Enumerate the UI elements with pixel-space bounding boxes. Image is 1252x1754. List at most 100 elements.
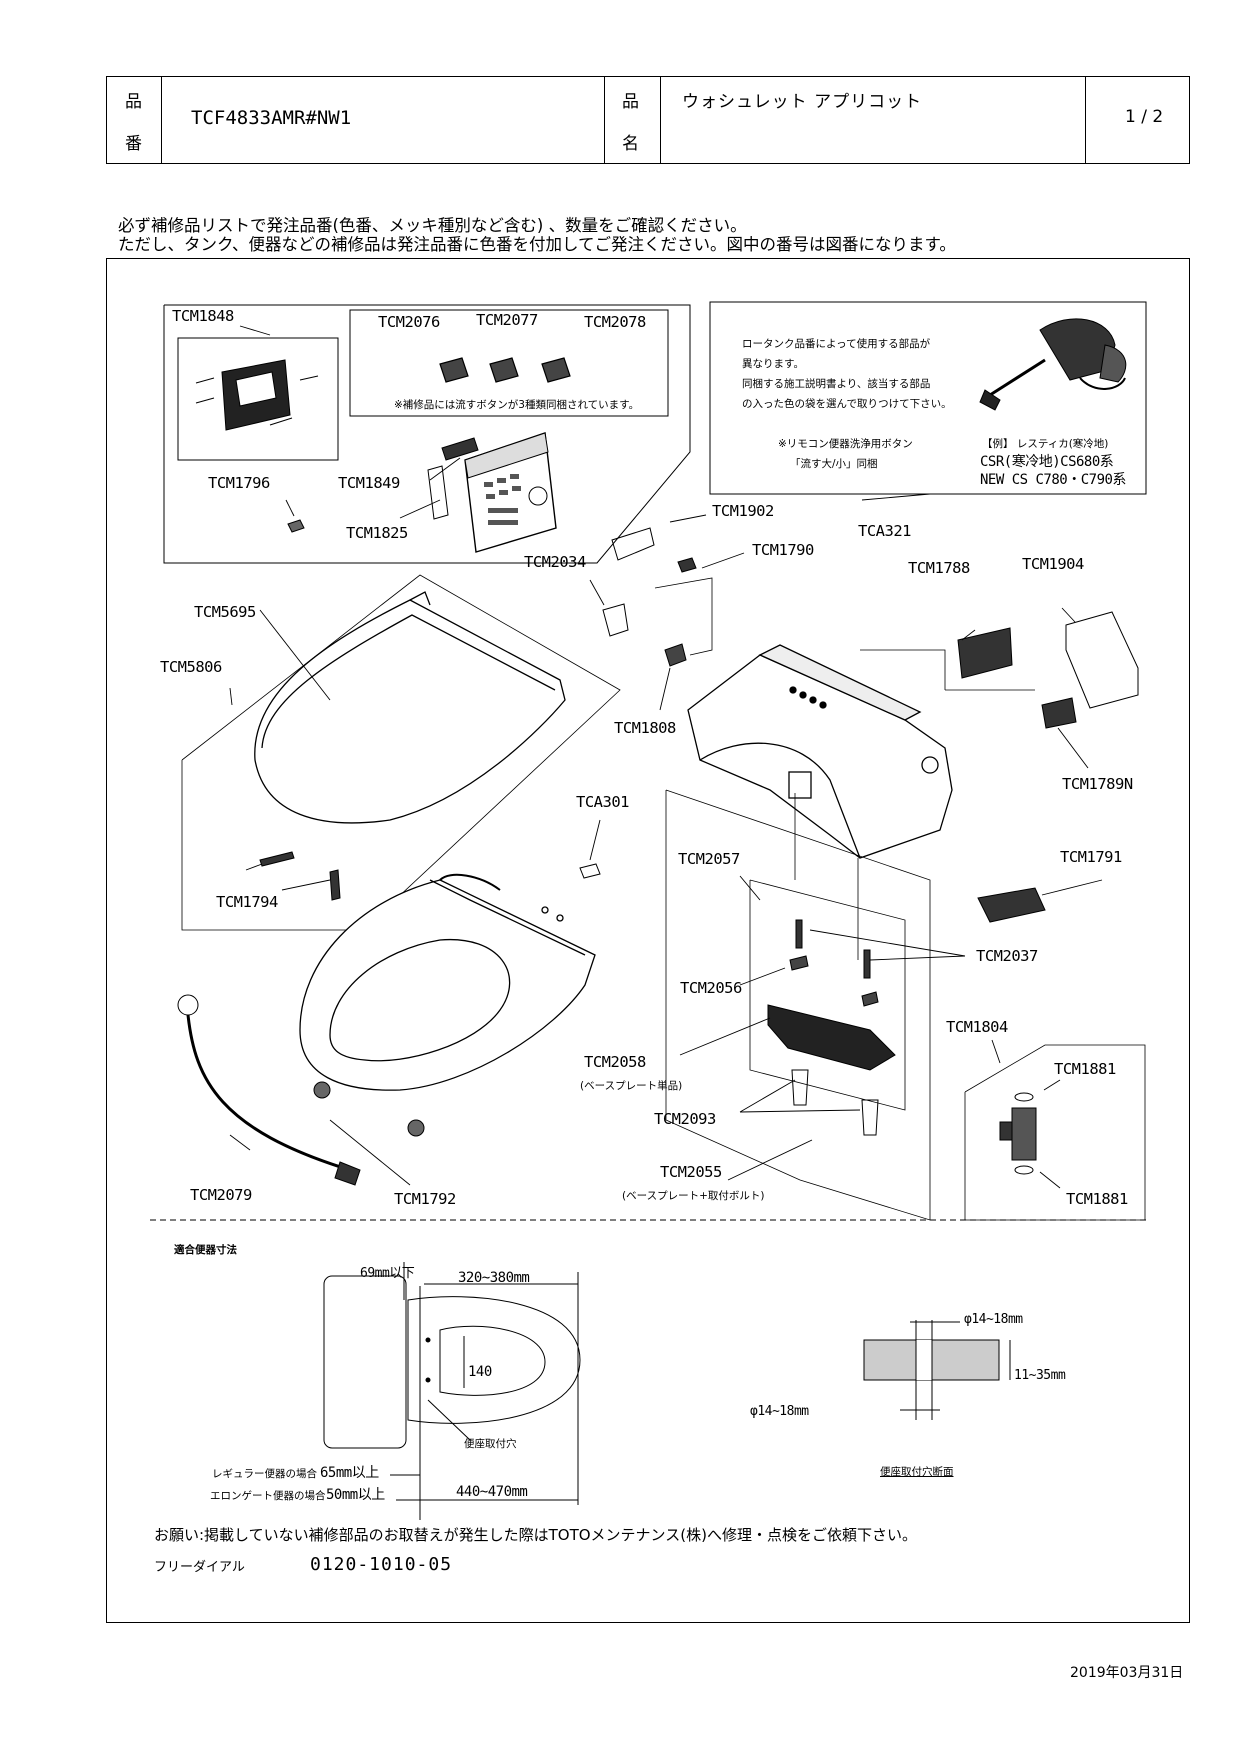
label-tcm1794: TCM1794 [216, 893, 278, 911]
tcm1789n-part [1041, 697, 1077, 729]
tank-note-2: 異なります。 [742, 358, 804, 370]
freedial-label: フリーダイアル [154, 1560, 245, 1575]
label-tcm1791: TCM1791 [1060, 848, 1122, 866]
main-body-unit-drawing [687, 644, 953, 859]
document-date: 2019年03月31日 [1070, 1665, 1184, 1681]
tcm1804-outline [964, 1044, 1146, 1221]
label-tcm2037: TCM2037 [976, 947, 1038, 965]
label-tcm1808: TCM1808 [614, 719, 676, 737]
label-tcm1788: TCM1788 [908, 559, 970, 577]
label-tcm1796: TCM1796 [208, 474, 270, 492]
tcm2058-note: (ベースプレート単品) [580, 1080, 683, 1092]
tcm2057-outline [749, 879, 906, 1111]
button-pieces-drawing [439, 357, 571, 383]
tcm1794-bumper-2 [329, 869, 341, 901]
tcm2056-nut-1 [789, 955, 809, 971]
dim-thickness: 11~35mm [1014, 1368, 1066, 1383]
tcm1848-box [177, 337, 339, 461]
tcm1902-part [611, 527, 655, 561]
page-cell: 1 / 2 [1085, 77, 1189, 163]
tcm1794-bumper-1 [259, 851, 295, 867]
label-tcm2077: TCM2077 [476, 311, 538, 329]
label-tca321: TCA321 [858, 522, 912, 540]
tcm2055-outline [665, 789, 931, 1221]
tcm2055-note: (ベースプレート+取付ボルト) [622, 1190, 765, 1202]
tank-note-4: の入った色の袋を選んで取りつけて下さい。 [742, 398, 952, 410]
label-tcm2056: TCM2056 [680, 979, 742, 997]
label-tcm2079: TCM2079 [190, 1186, 252, 1204]
freedial-number: 0120-1010-05 [310, 1554, 453, 1575]
label-tcm1789n: TCM1789N [1062, 775, 1133, 793]
label-tcm1902: TCM1902 [712, 502, 774, 520]
tank-note-1: ロータンク品番によって使用する部品が [742, 338, 931, 350]
label-tcm5806: TCM5806 [160, 658, 222, 676]
product-name: ウォシュレット アプリコット [682, 92, 923, 112]
tcm2058-base-plate [767, 1004, 896, 1071]
name-label-cell: 品 名 [604, 77, 661, 163]
request-note: お願い:掲載していない補修部品のお取替えが発生した際はTOTOメンテナンス(株)… [154, 1526, 917, 1544]
label-tcm2057: TCM2057 [678, 850, 740, 868]
tcm1904-part [1065, 611, 1139, 709]
instruction-line-2: ただし、タンク、便器などの補修品は発注品番に色番を付加してご発注ください。図中の… [118, 235, 956, 254]
label-tcm1825: TCM1825 [346, 524, 408, 542]
part-no-label-cell: 品 番 [107, 77, 162, 163]
tcm1792-foot-2 [407, 1119, 425, 1137]
dim-phi-bottom: φ14~18mm [750, 1404, 809, 1419]
tca301-part [579, 863, 601, 879]
label-tcm1804: TCM1804 [946, 1018, 1008, 1036]
instruction-line-1: 必ず補修品リストで発注品番(色番、メッキ種別など含む) 、数量をご確認ください。 [118, 216, 747, 235]
label-tca301: TCA301 [576, 793, 630, 811]
example-1: CSR(寒冷地)CS680系 [980, 454, 1114, 470]
tcm2093-anchor-1 [791, 1069, 809, 1106]
label-tcm1848: TCM1848 [172, 307, 234, 325]
label-tcm1881-top: TCM1881 [1054, 1060, 1116, 1078]
seat-hole-label: 便座取付穴 [464, 1438, 517, 1450]
dim-phi-top: φ14~18mm [964, 1312, 1023, 1327]
remote-control-drawing [427, 432, 557, 553]
tca321-assembly-drawing [979, 318, 1127, 411]
button-note: ※補修品には流すボタンが3種類同梱されています。 [394, 399, 640, 411]
label-tcm2055: TCM2055 [660, 1163, 722, 1181]
elongated-bowl-value: 50mm以上 [326, 1487, 385, 1503]
seat-lid-drawing [254, 591, 566, 824]
example-label: 【例】 レスティカ(寒冷地) [982, 438, 1109, 450]
buttons-box [349, 309, 669, 417]
tcm1792-foot-1 [313, 1081, 331, 1099]
tcm2056-nut-2 [861, 991, 879, 1007]
tcm2037-bolt-2 [863, 949, 871, 979]
label-tcm1792: TCM1792 [394, 1190, 456, 1208]
dim-140: 140 [468, 1364, 492, 1380]
tcm2037-bolt-1 [795, 919, 803, 949]
kit-outline-tcm5695 [163, 304, 691, 564]
label-tcm2078: TCM2078 [584, 313, 646, 331]
dimensions-title: 適合便器寸法 [174, 1244, 237, 1256]
label-tcm1790: TCM1790 [752, 541, 814, 559]
tcm1808-part [664, 643, 687, 667]
tcm2093-anchor-2 [861, 1099, 879, 1136]
name-label-1: 品 [622, 92, 639, 112]
tcm1790-part [677, 557, 697, 573]
label-tcm2058: TCM2058 [584, 1053, 646, 1071]
seat-dimension-drawing [323, 1262, 581, 1520]
tcm2034-part [602, 603, 629, 637]
part-no-cell: TCF4833AMR#NW1 [161, 77, 605, 163]
tank-note-3: 同梱する施工説明書より、該当する部品 [742, 378, 931, 390]
tcm1796-pad [287, 519, 305, 533]
example-2: NEW CS C780・C790系 [980, 472, 1126, 488]
regular-bowl-label: レギュラー便器の場合 [212, 1468, 317, 1480]
label-tcm2034: TCM2034 [524, 553, 586, 571]
section-caption: 便座取付穴断面 [880, 1466, 954, 1478]
parts-diagram [106, 258, 1190, 1623]
tcm1804-valve-drawing [999, 1092, 1037, 1175]
dim-320: 320~380mm [458, 1270, 530, 1286]
bracket-plate-drawing [195, 359, 319, 431]
product-name-cell: ウォシュレット アプリコット [660, 77, 1086, 163]
label-tcm1849: TCM1849 [338, 474, 400, 492]
hole-section-drawing [863, 1320, 1011, 1420]
header-table: 品 番 TCF4833AMR#NW1 品 名 ウォシュレット アプリコット 1 … [106, 76, 1190, 164]
part-no-label-2: 番 [125, 134, 142, 154]
label-tcm5695: TCM5695 [194, 603, 256, 621]
dim-440: 440~470mm [456, 1484, 528, 1500]
tcm1791-part [977, 887, 1046, 923]
